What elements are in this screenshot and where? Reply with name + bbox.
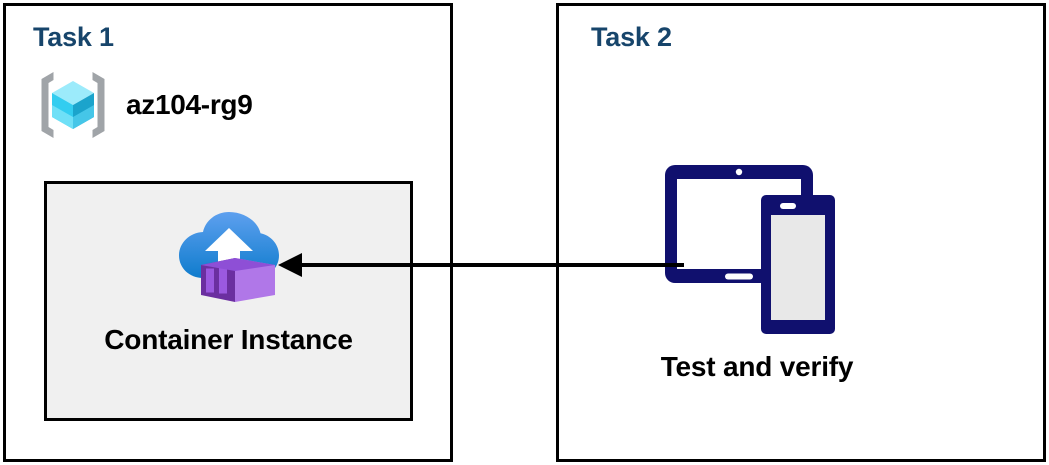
panel-task-1: Task 1 az104-rg9 — [3, 3, 453, 462]
devices-group: Test and verify — [661, 161, 853, 382]
test-and-verify-label: Test and verify — [660, 351, 854, 382]
resource-group-label: az104-rg9 — [126, 89, 253, 120]
panel-title-task-2: Task 2 — [591, 22, 672, 52]
panel-title-task-1: Task 1 — [33, 22, 114, 52]
panel-task-2: Task 2 Test and verify — [556, 3, 1046, 462]
container-instance-box: Container Instance — [44, 181, 413, 421]
resource-group-row: az104-rg9 — [36, 68, 253, 142]
azure-resource-group-icon — [41, 72, 105, 138]
devices-tablet-phone-icon — [665, 165, 835, 334]
container-instance-label: Container Instance — [104, 324, 353, 355]
azure-container-instance-icon — [178, 212, 279, 302]
